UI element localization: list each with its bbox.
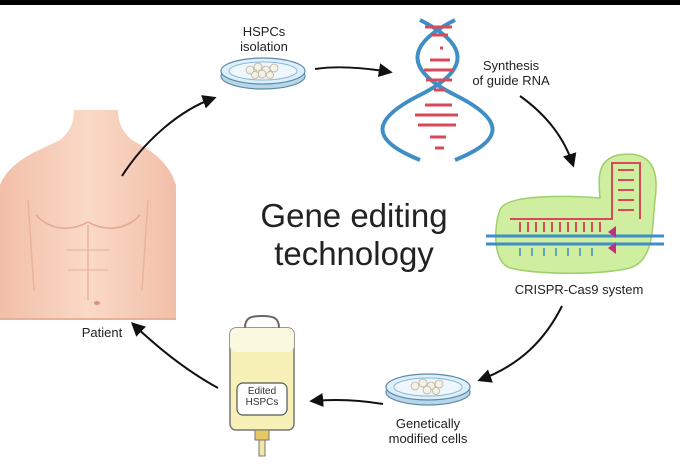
label-genetically-modified-cells: Genetically modified cells bbox=[378, 416, 478, 446]
title-line-1: Gene editing bbox=[260, 197, 448, 234]
label-hspcs-line1: HSPCs bbox=[242, 24, 286, 39]
crispr-cas9-illustration bbox=[486, 153, 664, 274]
petri-dish-modified-cells bbox=[385, 373, 471, 406]
label-synthesis-line1: Synthesis bbox=[482, 58, 540, 73]
bag-label-line2: HSPCs bbox=[245, 397, 279, 408]
iv-bag-illustration bbox=[229, 314, 295, 457]
label-synthesis-line2: of guide RNA bbox=[472, 73, 550, 88]
iv-bag-label: Edited HSPCs bbox=[240, 386, 284, 408]
label-crispr-cas9-system: CRISPR-Cas9 system bbox=[514, 282, 644, 297]
label-patient: Patient bbox=[81, 325, 123, 340]
label-modified-line1: Genetically bbox=[395, 416, 461, 431]
top-black-bar bbox=[0, 0, 680, 5]
dna-helix-illustration bbox=[380, 18, 495, 162]
cycle-arrows bbox=[121, 63, 577, 408]
label-hspcs-line2: isolation bbox=[240, 39, 288, 54]
label-hspcs-isolation: HSPCs isolation bbox=[232, 24, 296, 54]
label-synthesis-guide-rna: Synthesis of guide RNA bbox=[456, 58, 566, 88]
title-line-2: technology bbox=[274, 235, 434, 272]
center-title: Gene editing technology bbox=[244, 197, 464, 273]
bag-label-line1: Edited bbox=[247, 386, 277, 397]
label-modified-line2: modified cells bbox=[388, 431, 468, 446]
petri-dish-hspcs bbox=[220, 57, 306, 90]
